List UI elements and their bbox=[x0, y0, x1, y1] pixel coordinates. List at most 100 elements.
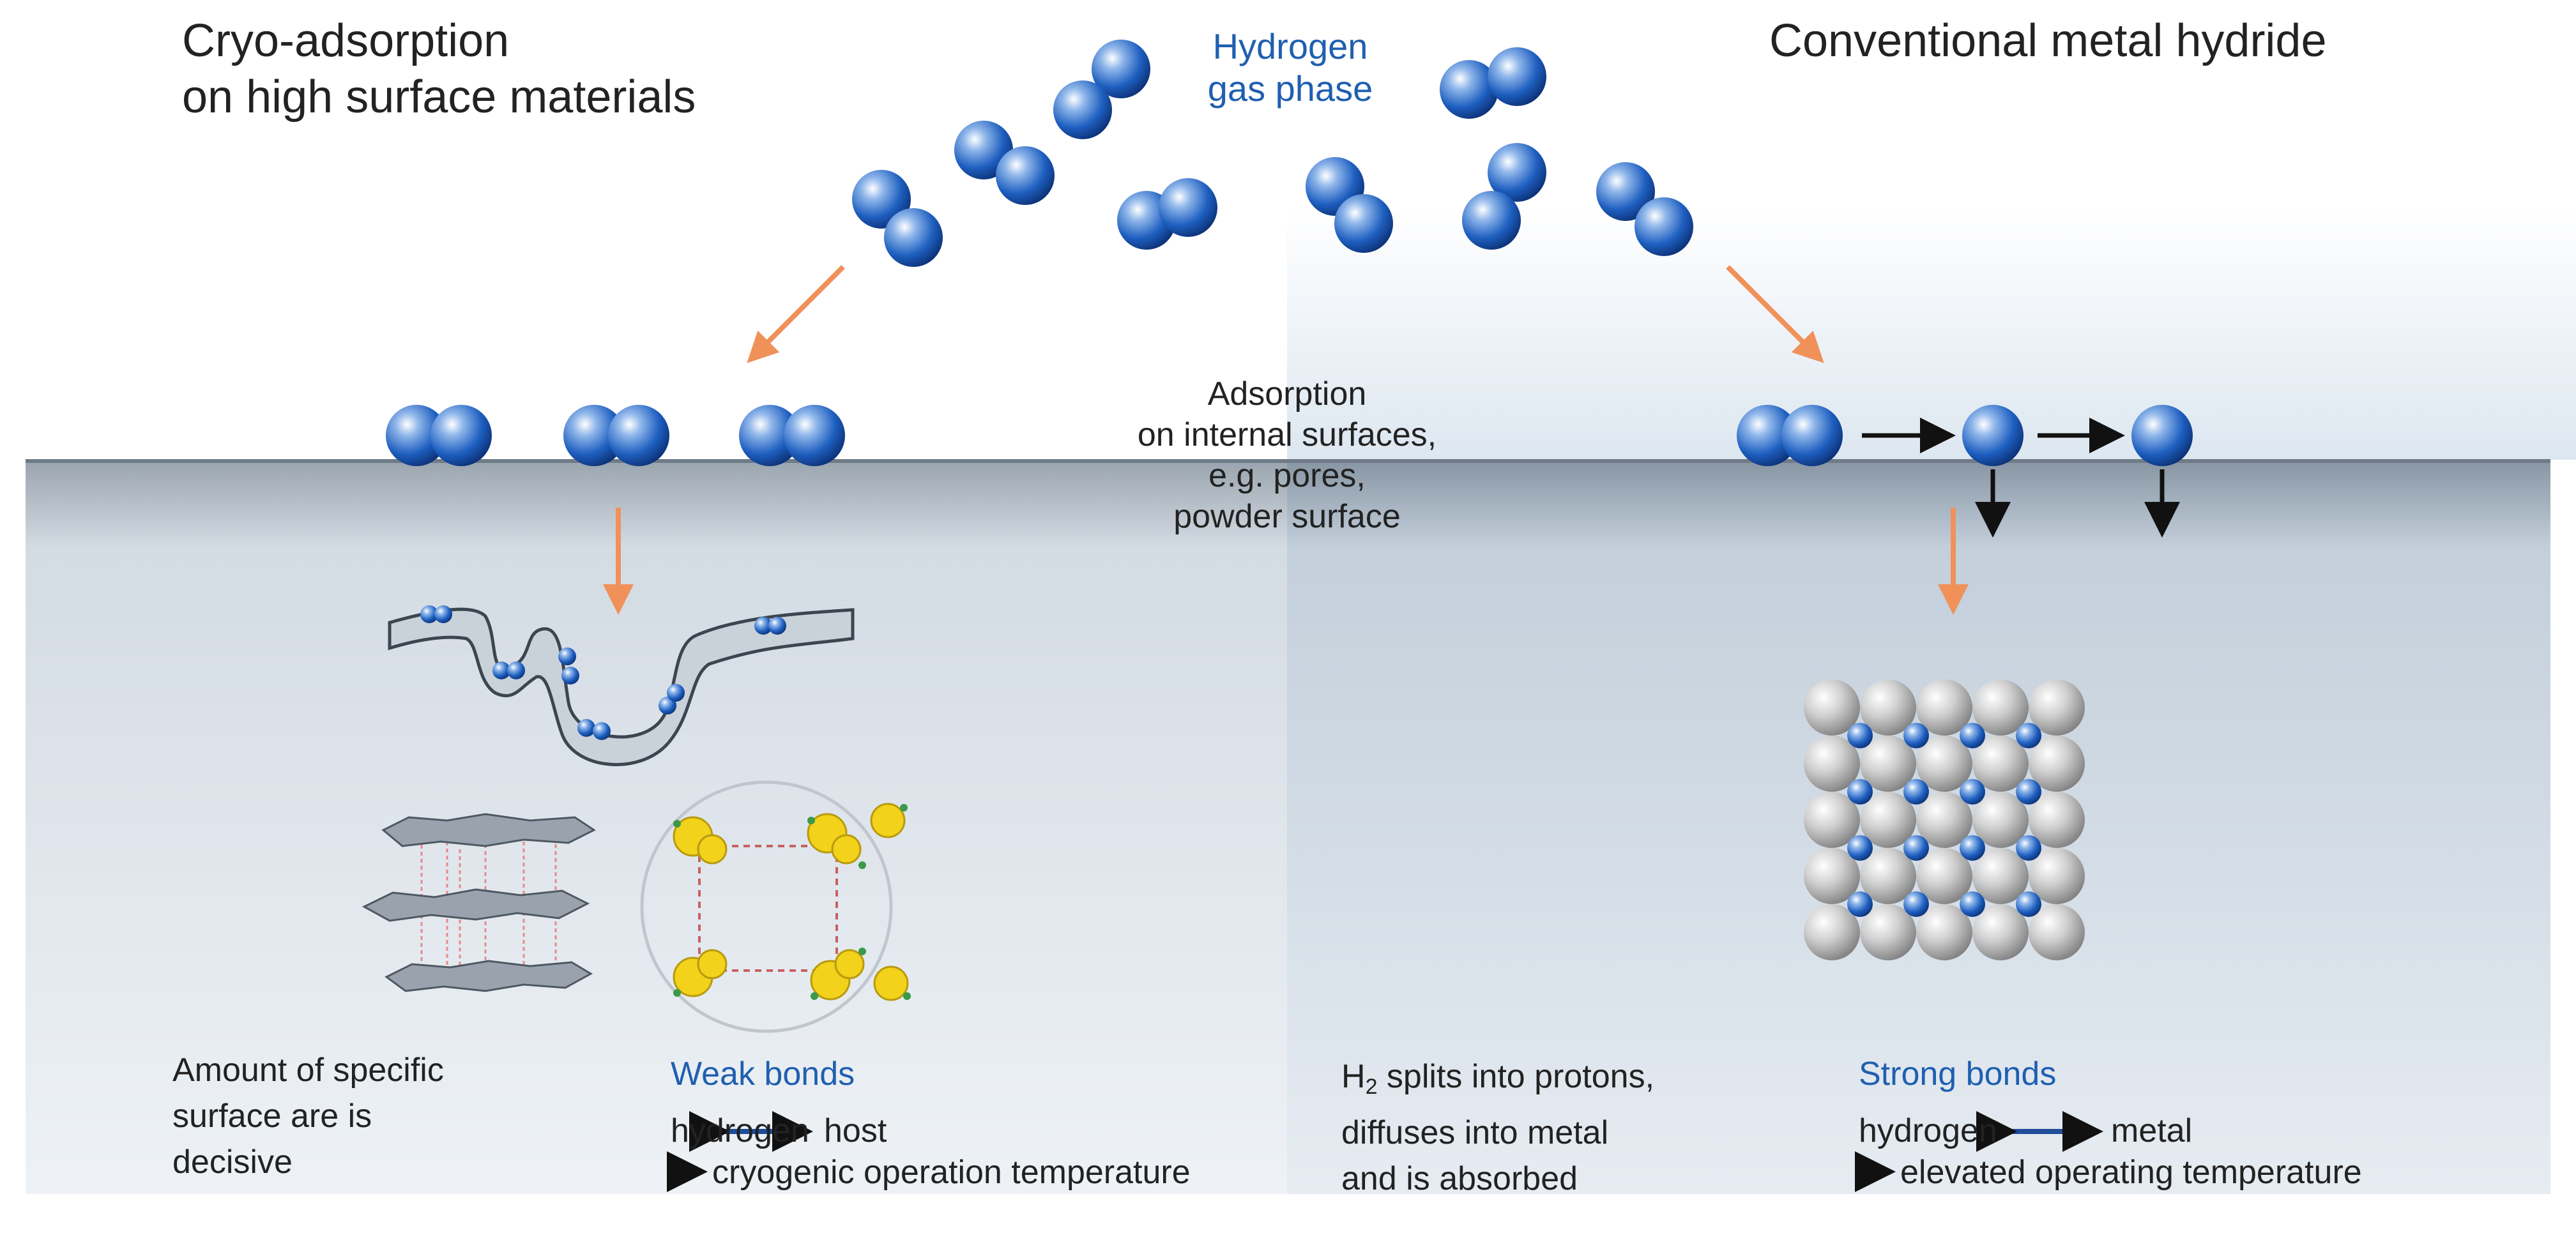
h2-molecule bbox=[1440, 47, 1546, 119]
metal-atom bbox=[1860, 848, 1916, 904]
metal-atom bbox=[1860, 792, 1916, 848]
left-note-line-3: decisive bbox=[172, 1144, 293, 1181]
h2-molecule bbox=[852, 170, 943, 267]
interstitial-hydrogen bbox=[1903, 835, 1929, 861]
h2-molecule bbox=[1737, 405, 1843, 466]
adsorption-line-1: Adsorption bbox=[1207, 375, 1367, 412]
interstitial-hydrogen bbox=[1960, 723, 1985, 748]
metal-atom bbox=[1804, 736, 1860, 792]
surface-h2-molecules bbox=[386, 405, 845, 466]
metal-atom bbox=[1804, 792, 1860, 848]
metal-atom bbox=[2029, 848, 2085, 904]
metal-atom bbox=[1860, 904, 1916, 960]
interstitial-hydrogen bbox=[1847, 835, 1873, 861]
hydrogen-atom bbox=[2131, 405, 2193, 466]
weak-right-word: host bbox=[824, 1112, 887, 1149]
interstitial-hydrogen bbox=[1903, 891, 1929, 917]
h2-molecule bbox=[739, 405, 845, 466]
metal-atom bbox=[1972, 792, 2029, 848]
metal-atom bbox=[2029, 736, 2085, 792]
metal-atom bbox=[1860, 679, 1916, 736]
metal-atom bbox=[1804, 679, 1860, 736]
h2-molecule bbox=[1117, 178, 1217, 250]
strong-left-word: hydrogen bbox=[1859, 1112, 1997, 1149]
metal-atom bbox=[1916, 904, 1972, 960]
interstitial-hydrogen bbox=[1847, 779, 1873, 805]
metal-hydride-lattice bbox=[1804, 679, 2085, 960]
metal-atom bbox=[1972, 904, 2029, 960]
weak-left-word: hydrogen bbox=[671, 1112, 809, 1149]
layered-carbon-structure bbox=[362, 813, 596, 992]
left-title-line-1: Cryo-adsorption bbox=[182, 15, 510, 66]
metal-atom bbox=[1916, 792, 1972, 848]
dissociation-sequence bbox=[1737, 405, 2193, 538]
pore-surface-illustration bbox=[388, 605, 855, 766]
metal-atom bbox=[1916, 848, 1972, 904]
metal-atom bbox=[2029, 679, 2085, 736]
metal-atom bbox=[2029, 792, 2085, 848]
metal-atom bbox=[1916, 736, 1972, 792]
strong-right-word: metal bbox=[2111, 1112, 2193, 1149]
split-note-line-1-rest: splits into protons, bbox=[1377, 1058, 1655, 1095]
metal-atom bbox=[1916, 679, 1972, 736]
h2-letter: H bbox=[1341, 1058, 1366, 1095]
metal-atom bbox=[1804, 848, 1860, 904]
split-note-line-2: diffuses into metal bbox=[1341, 1114, 1609, 1151]
h2-molecule bbox=[577, 719, 611, 740]
h2-molecule bbox=[1596, 162, 1693, 256]
metal-atom bbox=[1972, 679, 2029, 736]
mof-framework-structure bbox=[640, 780, 911, 1033]
adsorption-line-3: e.g. pores, bbox=[1208, 457, 1366, 494]
interstitial-hydrogen bbox=[2016, 891, 2041, 917]
left-title-line-2: on high surface materials bbox=[182, 72, 696, 123]
left-note-line-2: surface are is bbox=[172, 1098, 372, 1135]
metal-atom bbox=[1804, 904, 1860, 960]
adsorption-label: Adsorption on internal surfaces, e.g. po… bbox=[1102, 374, 1472, 537]
interstitial-hydrogen bbox=[2016, 835, 2041, 861]
metal-atom bbox=[2029, 904, 2085, 960]
interstitial-hydrogen bbox=[1960, 891, 1985, 917]
interstitial-hydrogen bbox=[1903, 723, 1929, 748]
right-title: Conventional metal hydride bbox=[1769, 15, 2327, 66]
interstitial-hydrogen bbox=[2016, 723, 2041, 748]
h2-molecule bbox=[563, 405, 669, 466]
gas-phase-molecules bbox=[852, 40, 1693, 267]
split-note-line-3: and is absorbed bbox=[1341, 1160, 1578, 1197]
arrow-to-adsorption bbox=[747, 265, 845, 363]
h2-molecule bbox=[659, 684, 685, 715]
split-note-line-1: H2 splits into protons, bbox=[1341, 1054, 1654, 1110]
strong-bonds-title: Strong bonds bbox=[1859, 1055, 2057, 1093]
interstitial-hydrogen bbox=[1960, 835, 1985, 861]
interstitial-hydrogen bbox=[1847, 891, 1873, 917]
metal-atom bbox=[1972, 736, 2029, 792]
split-note: H2 splits into protons, diffuses into me… bbox=[1341, 1054, 1654, 1202]
h2-molecule bbox=[492, 662, 525, 679]
h2-subscript: 2 bbox=[1365, 1075, 1378, 1099]
gas-phase-label: Hydrogen gas phase bbox=[1169, 26, 1412, 110]
strong-consequence: elevated operating temperature bbox=[1900, 1154, 2362, 1191]
h2-molecule bbox=[558, 647, 579, 685]
adsorption-line-4: powder surface bbox=[1173, 498, 1401, 535]
gas-label-line-2: gas phase bbox=[1207, 68, 1373, 109]
gas-label-line-1: Hydrogen bbox=[1212, 26, 1368, 66]
h2-molecule bbox=[754, 617, 786, 635]
weak-consequence: cryogenic operation temperature bbox=[712, 1154, 1191, 1191]
h2-molecule bbox=[420, 605, 452, 623]
h2-molecule bbox=[1462, 143, 1546, 250]
left-title: Cryo-adsorption on high surface material… bbox=[182, 13, 696, 125]
adsorption-line-2: on internal surfaces, bbox=[1137, 416, 1437, 453]
left-note-line-1: Amount of specific bbox=[172, 1052, 444, 1089]
hydrogen-atom bbox=[1962, 405, 2023, 466]
h2-molecule bbox=[1306, 157, 1393, 253]
interstitial-hydrogen bbox=[2016, 779, 2041, 805]
strong-bond-arrows bbox=[1855, 1111, 2103, 1192]
left-note: Amount of specific surface are is decisi… bbox=[172, 1047, 444, 1185]
arrow-to-hydride bbox=[1726, 265, 1824, 363]
h2-molecule bbox=[1053, 40, 1150, 139]
interstitial-hydrogen bbox=[1960, 779, 1985, 805]
weak-bond-arrows bbox=[667, 1111, 813, 1192]
h2-molecule bbox=[954, 121, 1055, 205]
metal-atom bbox=[1972, 848, 2029, 904]
